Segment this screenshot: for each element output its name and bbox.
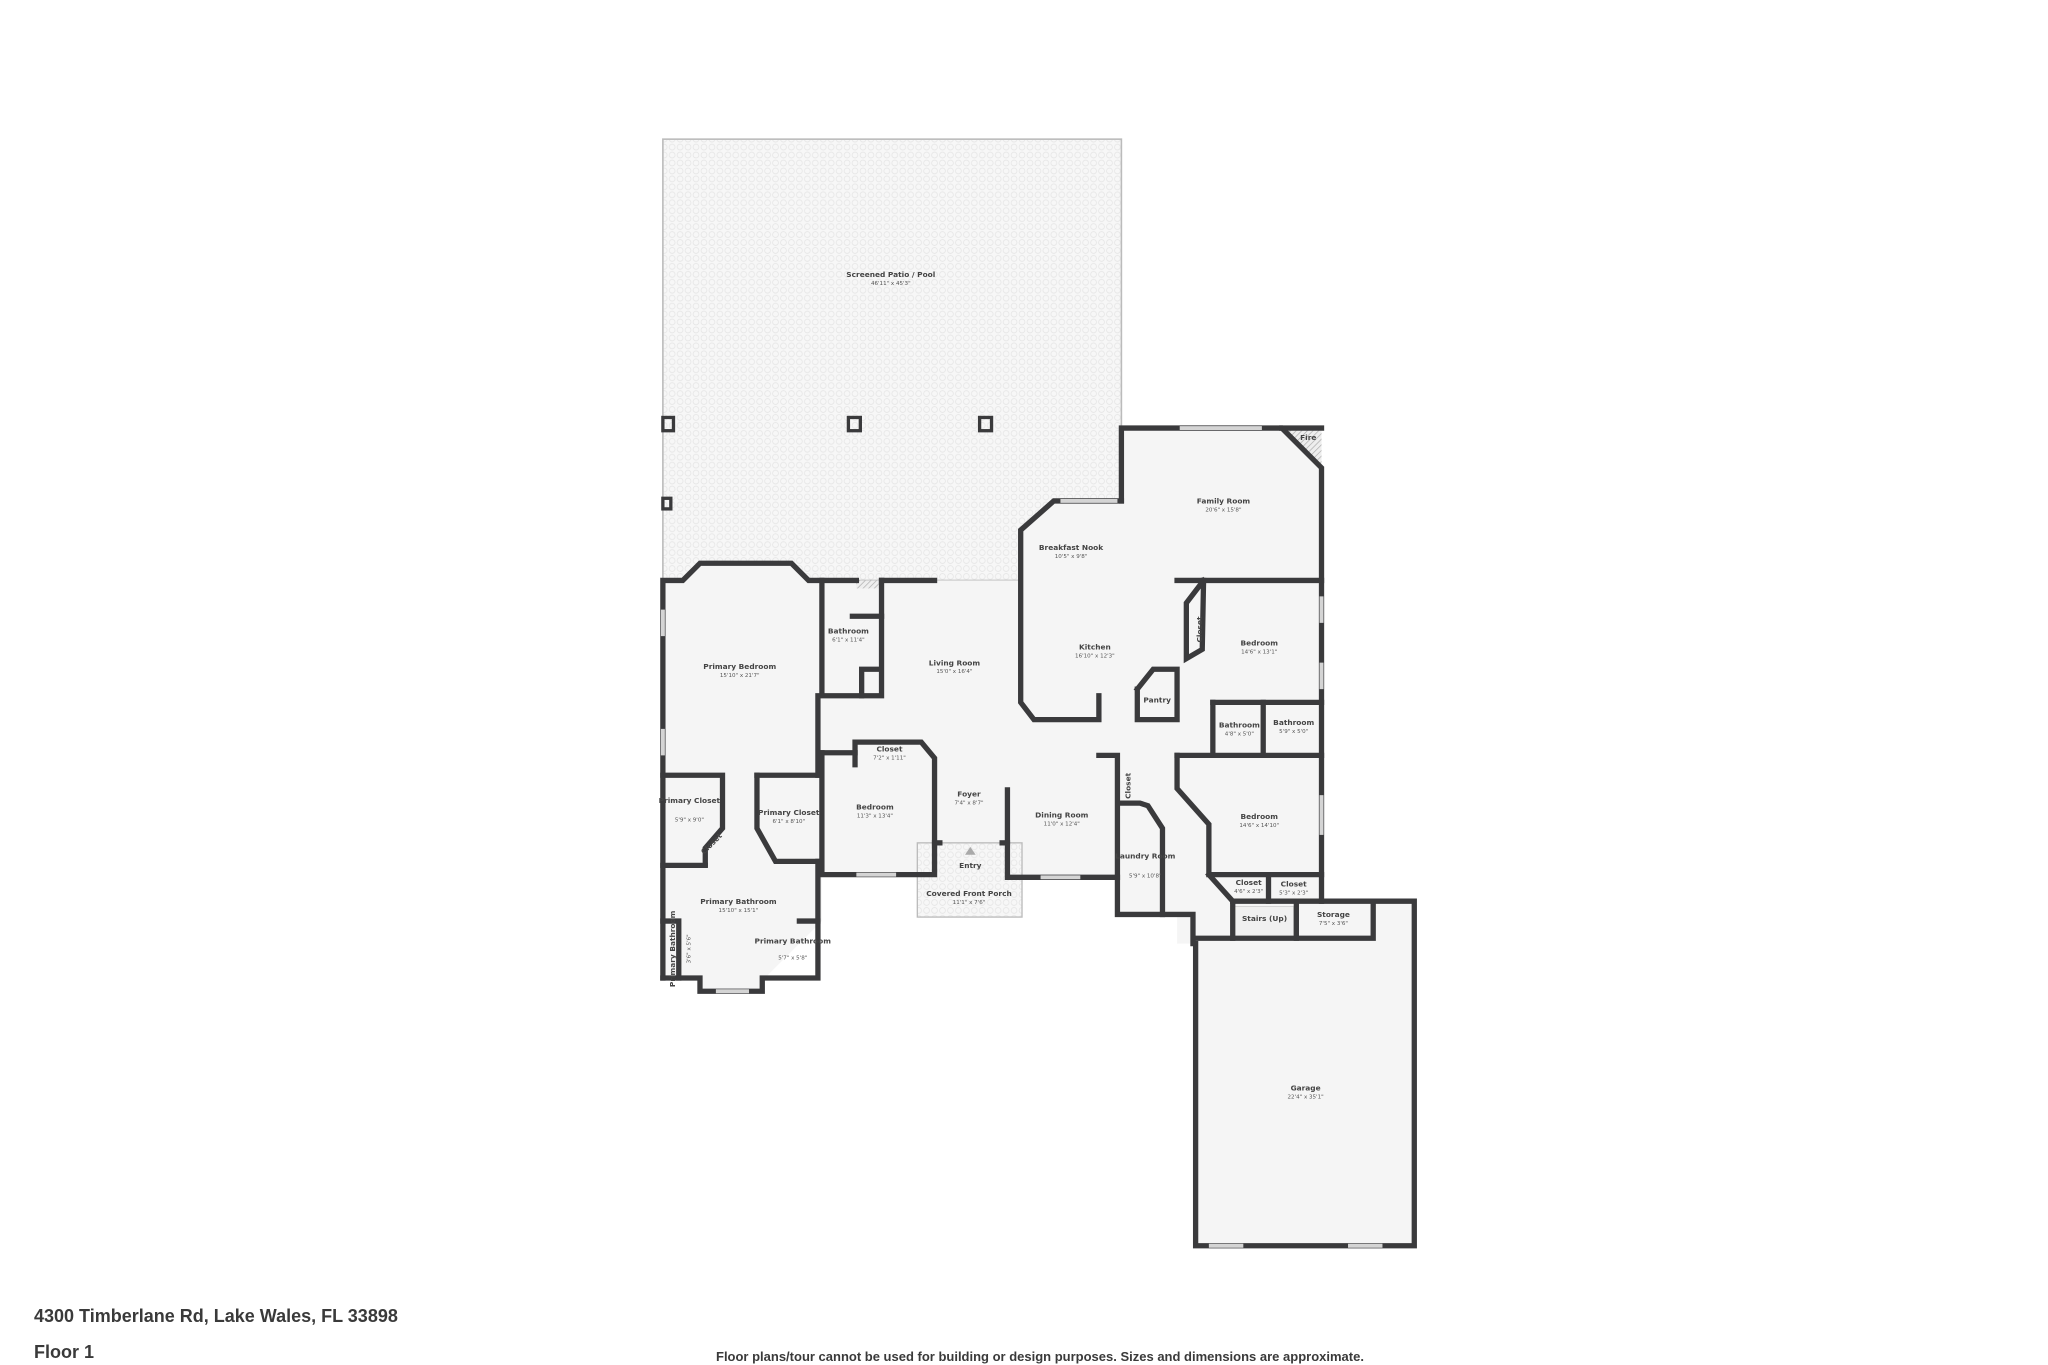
room-name: Primary Bedroom xyxy=(703,662,776,671)
room-name: Fire xyxy=(1300,433,1316,442)
disclaimer: Floor plans/tour cannot be used for buil… xyxy=(716,1349,1364,1364)
room-dim: 4'8" x 5'0" xyxy=(1225,732,1255,738)
room-dim: 20'6" x 15'8" xyxy=(1205,508,1242,514)
entry-arrow-icon xyxy=(965,846,976,855)
room-name: Bedroom xyxy=(856,803,894,812)
room-name: Primary Closet xyxy=(758,808,820,817)
room-dim: 14'6" x 13'1" xyxy=(1241,649,1278,655)
room-dim: 7'4" x 8'7" xyxy=(954,800,984,806)
room-dim: 5'3" x 2'3" xyxy=(1279,891,1309,897)
room-name: Covered Front Porch xyxy=(926,889,1011,898)
room-name: Family Room xyxy=(1197,497,1251,506)
room-name: Dining Room xyxy=(1035,811,1089,820)
stairs xyxy=(1232,906,1295,939)
room-dim: 14'6" x 14'10" xyxy=(1239,823,1279,829)
room-dim: 3'6" x 5'6" xyxy=(687,934,693,964)
room-dim: 22'4" x 35'1" xyxy=(1288,1095,1325,1101)
room-dim: 16'10" x 12'3" xyxy=(1075,653,1115,659)
patio-post xyxy=(977,415,994,433)
room-name: Closet xyxy=(1236,878,1262,887)
room-name: Pantry xyxy=(1143,695,1171,704)
room-name: Foyer xyxy=(957,789,981,798)
room-name: Primary Bathroom xyxy=(668,910,677,987)
patio-post xyxy=(661,496,673,511)
room-dim: 15'10" x 15'1" xyxy=(719,908,759,914)
room-name: Screened Patio / Pool xyxy=(846,270,935,279)
room-name: Primary Bathroom xyxy=(755,937,832,946)
room-dim: 5'9" x 9'0" xyxy=(675,818,705,824)
room-name: Primary Bathroom xyxy=(700,897,777,906)
room-dim: 11'0" x 12'4" xyxy=(1044,822,1081,828)
room-dim: 7'2" x 1'11" xyxy=(873,755,906,761)
room-name: Closet xyxy=(876,744,902,753)
room-dim: 6'1" x 8'10" xyxy=(772,819,805,825)
chimney-hatch xyxy=(856,580,882,589)
room-dim: 4'6" x 2'3" xyxy=(1234,889,1264,895)
windows xyxy=(660,426,1383,1248)
room-name: Closet xyxy=(1195,616,1204,642)
room-dim: 15'10" x 21'7" xyxy=(720,673,760,679)
room-name: Bathroom xyxy=(1219,721,1260,730)
room-dim: 11'3" x 13'4" xyxy=(857,814,894,820)
room-dim: 10'5" x 9'8" xyxy=(1055,554,1088,560)
room-name: Entry xyxy=(959,861,982,870)
patio-post xyxy=(846,415,862,433)
room-dim: 46'11" x 45'3" xyxy=(871,281,911,287)
room-name: Closet xyxy=(1124,772,1133,798)
room-name: Breakfast Nook xyxy=(1039,543,1104,552)
room-dim: 7'5" x 3'6" xyxy=(1319,921,1349,927)
room-name: Primary Closet xyxy=(659,796,721,805)
room-name: Bedroom xyxy=(1240,812,1278,821)
floor-label: Floor 1 xyxy=(34,1342,95,1362)
room-labels: Screened Patio / Pool 46'11" x 45'3" Fam… xyxy=(659,270,1350,1101)
room-name: Bathroom xyxy=(1273,718,1314,727)
address: 4300 Timberlane Rd, Lake Wales, FL 33898 xyxy=(34,1306,398,1326)
room-name: Bedroom xyxy=(1240,638,1278,647)
room-name: Bathroom xyxy=(828,626,869,635)
room-dim: 5'9" x 5'0" xyxy=(1279,729,1309,735)
room-dim: 15'0" x 16'4" xyxy=(936,669,973,675)
room-dim: 5'7" x 5'8" xyxy=(778,955,808,961)
room-name: Living Room xyxy=(929,658,981,667)
room-dim: 5'9" x 10'8" xyxy=(1129,873,1162,879)
room-name: Garage xyxy=(1291,1084,1321,1093)
patio-post xyxy=(661,415,676,433)
room-name: Storage xyxy=(1317,910,1350,919)
room-dim: 11'1" x 7'6" xyxy=(953,900,986,906)
room-name: Laundry Room xyxy=(1115,852,1176,861)
room-dim: 6'1" x 11'4" xyxy=(832,637,865,643)
room-name: Kitchen xyxy=(1079,642,1111,651)
room-name: Closet xyxy=(1281,880,1307,889)
house-floor xyxy=(662,428,1415,1246)
room-name: Stairs (Up) xyxy=(1242,914,1287,923)
